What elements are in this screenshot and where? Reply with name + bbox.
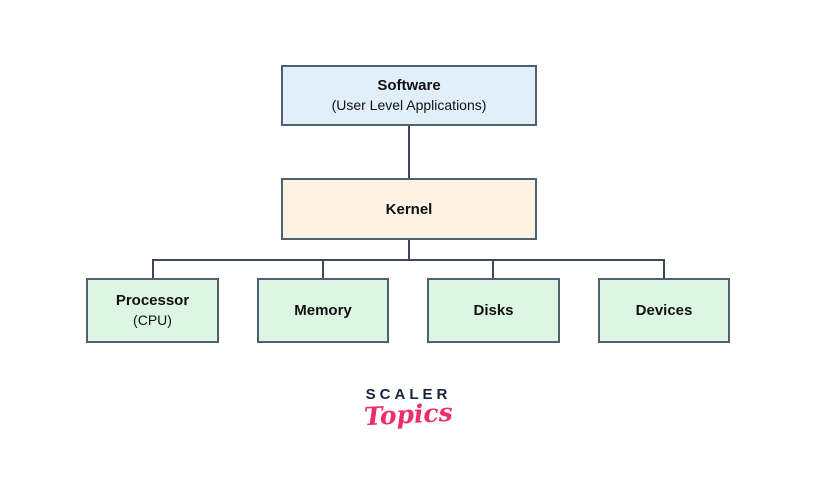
- connector-software-kernel: [408, 126, 410, 178]
- diagram-node-kernel: Kernel: [281, 178, 537, 240]
- software-title: Software: [377, 77, 441, 95]
- connector-stub-memory: [322, 259, 324, 278]
- diagram-node-memory: Memory: [257, 278, 389, 343]
- devices-title: Devices: [635, 302, 693, 319]
- processor-subtitle: (CPU): [133, 312, 172, 329]
- scaler-logo-topics-text: Topics: [363, 397, 454, 432]
- diagram-node-disks: Disks: [427, 278, 560, 343]
- disks-title: Disks: [473, 302, 514, 319]
- diagram-node-processor: Processor (CPU): [86, 278, 219, 343]
- diagram-node-devices: Devices: [598, 278, 730, 343]
- connector-stub-disks: [492, 259, 494, 278]
- connector-stub-devices: [663, 259, 665, 278]
- scaler-logo-brand-text: SCALER: [365, 386, 452, 403]
- memory-title: Memory: [294, 302, 352, 319]
- kernel-title: Kernel: [385, 200, 433, 218]
- software-subtitle: (User Level Applications): [331, 97, 487, 114]
- processor-title: Processor: [115, 292, 190, 310]
- connector-rail: [152, 259, 665, 261]
- connector-kernel-down: [408, 240, 410, 261]
- connector-stub-processor: [152, 259, 154, 278]
- diagram-node-software: Software (User Level Applications): [281, 65, 537, 126]
- scaler-logo: SCALER Topics: [0, 386, 817, 432]
